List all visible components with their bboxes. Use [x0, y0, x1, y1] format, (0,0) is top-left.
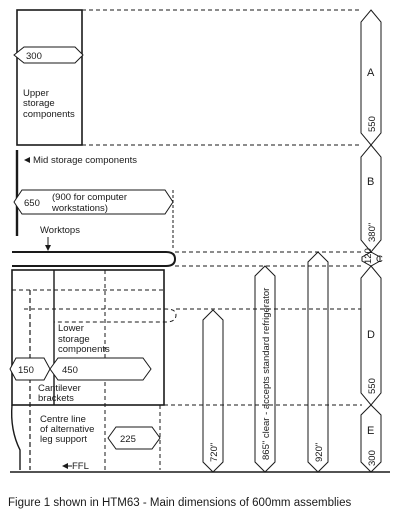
fridge-clearance: 865" clear - accepts standard refrigerat… [261, 288, 272, 460]
dim-150: 150 [18, 365, 34, 376]
centreline-label: Centre line of alternative leg support [40, 414, 97, 445]
worktops-pointer-head [45, 245, 51, 251]
zone-d-value: 550 [367, 378, 378, 394]
upper-storage-box [16, 9, 83, 146]
zone-e-value: 300 [367, 450, 378, 466]
mid-pointer [24, 157, 30, 163]
bracket-curve [10, 404, 21, 470]
computer-note: (900 for computer workstations) [51, 192, 130, 214]
ffl-label: FFL [72, 461, 89, 472]
dim-865-arrow [254, 265, 276, 473]
zone-e-letter: E [367, 425, 374, 437]
dim-225: 225 [120, 434, 136, 445]
dim-920-arrow [307, 251, 329, 473]
zone-a-letter: A [367, 67, 375, 79]
dim-450: 450 [62, 365, 78, 376]
worktops-label: Worktops [40, 225, 80, 236]
dim-920: 920" [314, 443, 325, 462]
mid-storage-label: Mid storage components [33, 155, 137, 166]
base-unit-box [11, 269, 165, 406]
dashed-drawer [24, 308, 177, 323]
zone-d-letter: D [367, 329, 375, 341]
zone-a-value: 550 [367, 116, 378, 132]
zone-e-marker [360, 404, 382, 473]
zone-c-value: 120 [363, 248, 374, 264]
dim-225-arrow [107, 426, 161, 450]
zone-b-letter: B [367, 176, 374, 188]
dim-300: 300 [26, 51, 42, 62]
dim-720-arrow [202, 309, 224, 473]
cantilever-label: Cantilever brackets [38, 383, 83, 404]
dim-650: 650 [24, 198, 40, 209]
dim-300-arrow [13, 46, 84, 64]
dim-450-arrow [49, 357, 152, 381]
upper-storage-label: Upper storage components [23, 88, 75, 120]
ffl-pointer-head [62, 463, 68, 469]
worktop-surface [12, 251, 177, 267]
zone-c-letter: C [376, 254, 383, 265]
lower-storage-label: Lower storage components [58, 323, 110, 355]
dim-720: 720" [209, 443, 220, 462]
figure-caption: Figure 1 shown in HTM63 - Main dimension… [8, 497, 351, 509]
zone-b-value: 380" [367, 223, 378, 242]
